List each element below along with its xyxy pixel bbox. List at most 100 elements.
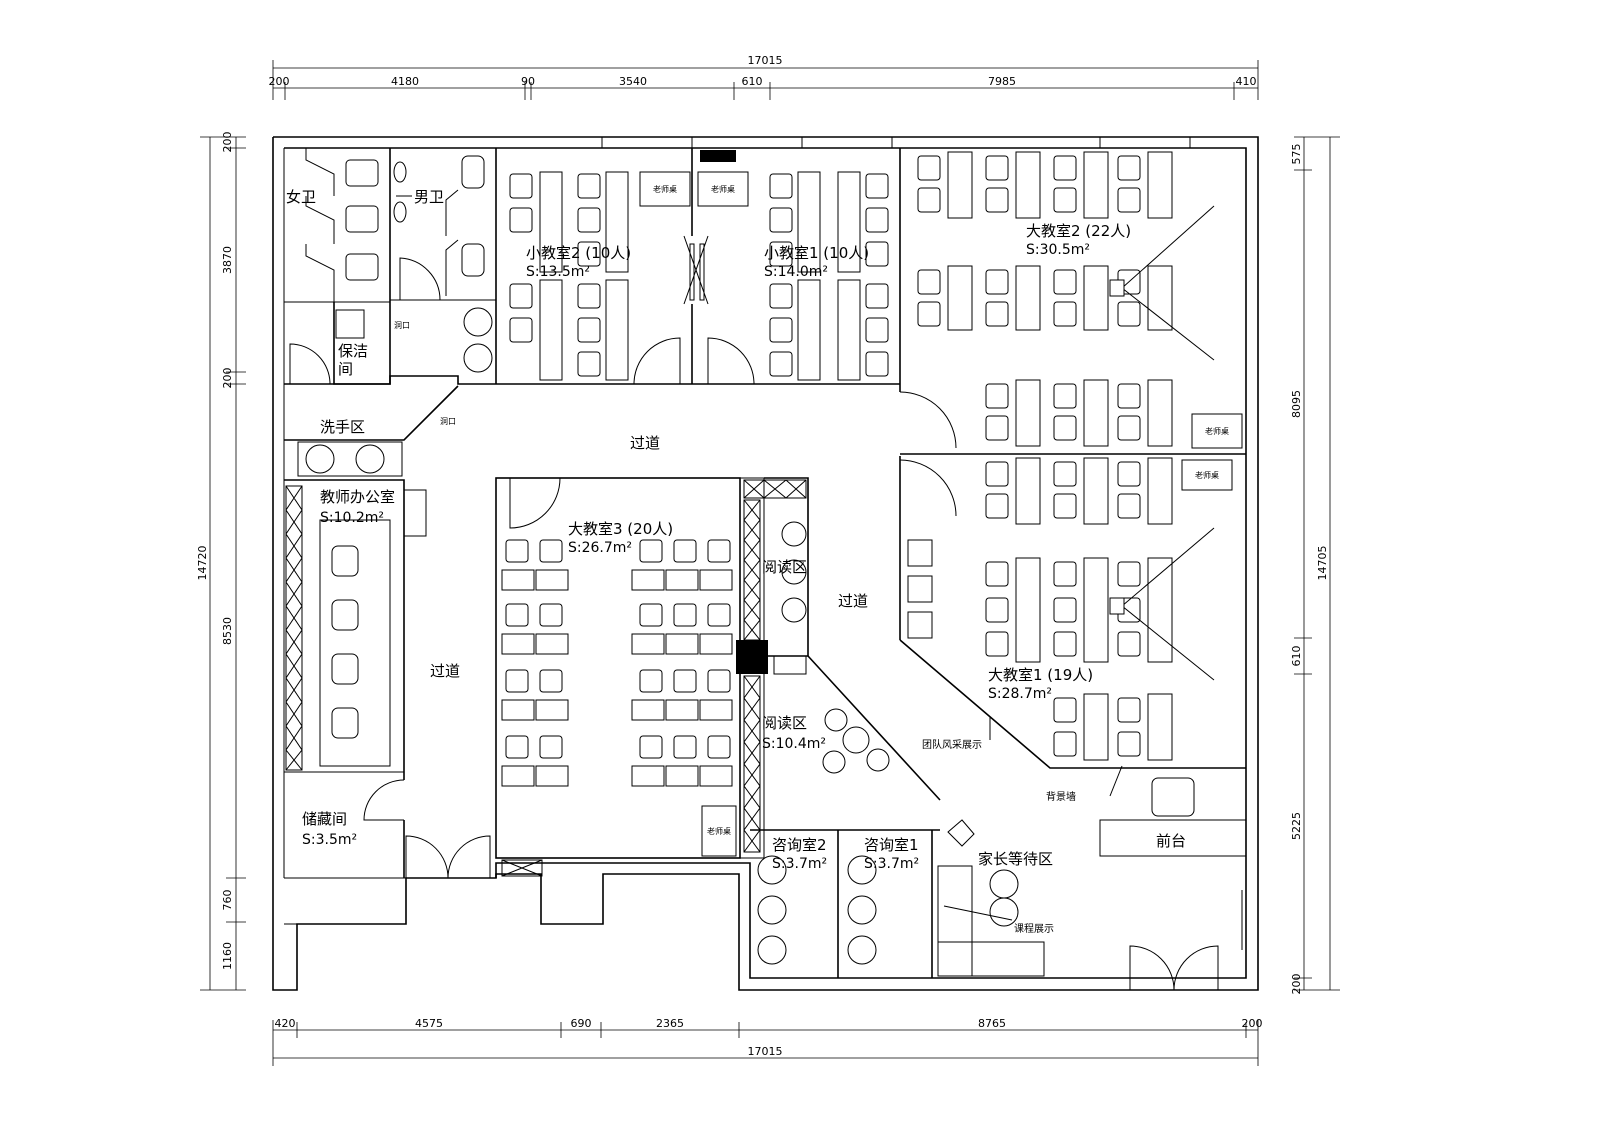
chair-3	[509, 283, 533, 309]
desk-51	[1083, 265, 1109, 331]
chair-16	[769, 207, 793, 233]
desk-48	[1015, 265, 1041, 331]
area-consult-2: S:3.7m²	[772, 856, 827, 872]
chair-105	[707, 603, 731, 627]
room-label-consult-2: 咨询室2	[772, 836, 827, 854]
chair-65	[985, 493, 1009, 519]
desk-60	[1083, 379, 1109, 447]
area-big-class-3: S:26.7m²	[568, 540, 632, 556]
chair-91	[505, 539, 529, 563]
left-dim-6: 1160	[221, 942, 234, 970]
top-total-dim: 17015	[748, 54, 783, 67]
left-dim-1: 200	[221, 132, 234, 153]
desk-129	[665, 765, 699, 787]
chair-78	[1053, 597, 1077, 623]
chair-53	[1117, 301, 1141, 327]
chair-15	[769, 173, 793, 199]
right-dim-5: 200	[1290, 974, 1303, 995]
chair-103	[639, 603, 663, 627]
teacher-desk-label-4: 老师桌	[1195, 470, 1219, 480]
bottom-dim-1: 420	[275, 1017, 296, 1030]
chair-77	[1053, 561, 1077, 587]
chair-112	[539, 669, 563, 693]
bottom-total-dim: 17015	[748, 1045, 783, 1058]
chair-55	[985, 383, 1009, 409]
chair-104	[673, 603, 697, 627]
chair-19	[769, 317, 793, 343]
desk-106	[501, 633, 535, 655]
teacher-desk-label-2: 老师桌	[711, 184, 735, 194]
top-dim-1: 200	[269, 75, 290, 88]
room-label-reading: 阅读区	[762, 714, 807, 732]
desk-90	[1147, 693, 1173, 761]
desk-72	[1147, 457, 1173, 525]
chair-111	[505, 669, 529, 693]
room-label-small-class-2: 小教室2 (10人)	[526, 244, 631, 262]
left-dim-4: 8530	[221, 617, 234, 645]
top-dim-2: 4180	[391, 75, 419, 88]
doors	[289, 235, 1243, 991]
chair-43	[917, 269, 941, 295]
chair-122	[539, 735, 563, 759]
dimension-bottom: 420 4575 690 2365 8765 200 17015	[272, 1017, 1263, 1066]
room-label-teacher-office: 教师办公室	[320, 488, 395, 506]
room-label-consult-1: 咨询室1	[864, 836, 919, 854]
chair-124	[673, 735, 697, 759]
chair-62	[1117, 415, 1141, 441]
area-big-class-1: S:28.7m²	[988, 686, 1052, 702]
left-dim-3: 200	[221, 368, 234, 389]
chair-113	[639, 669, 663, 693]
chair-67	[1053, 461, 1077, 487]
waiting-furniture	[907, 539, 1247, 977]
outer-walls	[272, 136, 1259, 991]
opening-label-2: 洞口	[440, 416, 456, 426]
chair-29	[865, 317, 889, 343]
opening-label-1: 洞口	[394, 320, 410, 330]
chair-101	[505, 603, 529, 627]
desk-120	[699, 699, 733, 721]
room-label-reception: 前台	[1156, 832, 1186, 850]
area-teacher-office: S:10.2m²	[320, 510, 384, 526]
desk-80	[1083, 557, 1109, 663]
chair-89	[1117, 731, 1141, 757]
desk-87	[1083, 693, 1109, 761]
chair-17	[769, 241, 793, 267]
chair-114	[673, 669, 697, 693]
room-label-womens-wc: 女卫	[286, 188, 316, 206]
chair-1	[509, 173, 533, 199]
chair-123	[639, 735, 663, 759]
chair-102	[539, 603, 563, 627]
room-label-cleaning: 保洁	[338, 342, 368, 360]
desk-21	[797, 171, 821, 273]
chair-4	[509, 317, 533, 343]
chair-125	[707, 735, 731, 759]
chair-9	[577, 241, 601, 267]
chair-88	[1117, 697, 1141, 723]
chair-92	[539, 539, 563, 563]
area-small-class-1: S:14.0m²	[764, 264, 828, 280]
room-label-big-class-1: 大教室1 (19人)	[988, 666, 1093, 684]
right-dim-3: 610	[1290, 646, 1303, 667]
chair-56	[985, 415, 1009, 441]
chair-86	[1053, 731, 1077, 757]
top-dim-6: 7985	[988, 75, 1016, 88]
chair-34	[985, 155, 1009, 181]
dimension-top: 17015 200 4180 90 3540 610 7985 410	[269, 54, 1259, 100]
chair-47	[985, 301, 1009, 327]
area-storage: S:3.5m²	[302, 832, 357, 848]
teacher-desk-label-1: 老师桌	[653, 184, 677, 194]
room-label-reading-top: 阅读区	[762, 558, 807, 576]
desk-76	[1015, 557, 1041, 663]
room-label-big-class-3: 大教室3 (20人)	[568, 520, 673, 538]
desk-57	[1015, 379, 1041, 447]
top-dim-4: 3540	[619, 75, 647, 88]
bottom-dim-5: 8765	[978, 1017, 1006, 1030]
area-consult-1: S:3.7m²	[864, 856, 919, 872]
desk-84	[1147, 557, 1173, 663]
desk-13	[605, 171, 629, 273]
office-chairs	[319, 489, 427, 767]
bottom-dim-3: 690	[571, 1017, 592, 1030]
chair-18	[769, 283, 793, 309]
chair-41	[1117, 187, 1141, 213]
chair-79	[1053, 631, 1077, 657]
